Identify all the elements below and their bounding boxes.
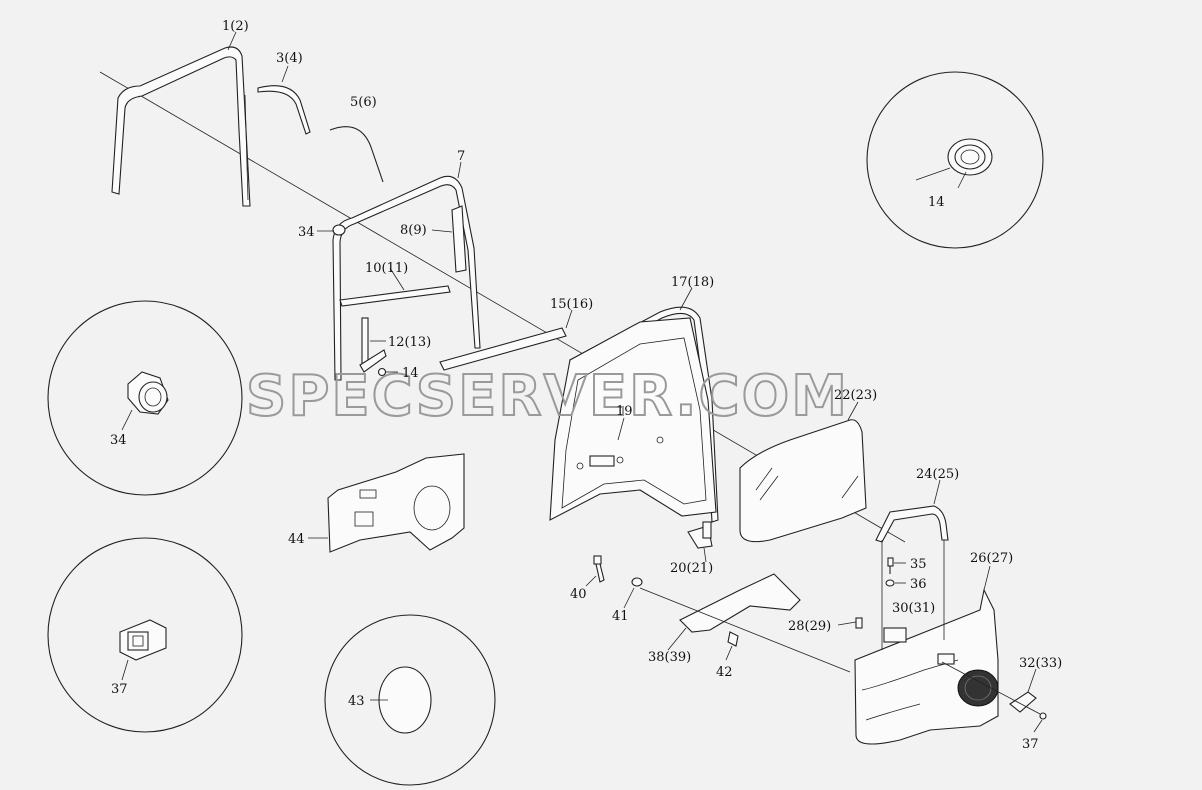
clip-37	[1039, 712, 1047, 720]
detail-circle-43	[324, 614, 496, 786]
label-14-door: 14	[402, 366, 419, 381]
label-36: 36	[910, 577, 927, 592]
washer-36	[885, 579, 895, 587]
glass-run-strip-3	[257, 85, 311, 135]
leader-lines	[121, 31, 1043, 733]
door-check-20	[687, 521, 713, 549]
label-32-33: 32(33)	[1019, 656, 1062, 671]
label-20-21: 20(21)	[670, 561, 713, 576]
label-42: 42	[716, 665, 733, 680]
label-8-9: 8(9)	[400, 223, 427, 238]
label-26-27: 26(27)	[970, 551, 1013, 566]
label-19: 19	[616, 404, 633, 419]
label-5-6: 5(6)	[350, 95, 377, 110]
label-41: 41	[612, 609, 629, 624]
bolt-40	[593, 555, 605, 583]
label-22-23: 22(23)	[834, 388, 877, 403]
watermark-text: SPECSERVER.COM	[246, 364, 849, 429]
rear-channel-8	[451, 205, 467, 273]
handle-bezel-32	[1009, 691, 1037, 713]
bumper-detail-34	[127, 371, 169, 415]
pull-handle-30	[883, 627, 907, 643]
door-trim-panel-26	[854, 588, 999, 745]
label-37-detail: 37	[111, 682, 128, 697]
label-43: 43	[348, 694, 365, 709]
label-44: 44	[288, 532, 305, 547]
detail-circle-37	[47, 537, 243, 733]
clip-detail-37	[119, 619, 167, 661]
label-24-25: 24(25)	[916, 467, 959, 482]
pin-42	[727, 631, 739, 647]
door-inner-panel-19	[549, 317, 717, 521]
clip-28	[855, 617, 863, 629]
armrest-bracket-38	[679, 573, 801, 633]
glass-run-strip-5	[329, 126, 384, 183]
label-3-4: 3(4)	[276, 51, 303, 66]
label-28-29: 28(29)	[788, 619, 831, 634]
belt-moulding-15	[439, 327, 567, 371]
door-seal-17	[568, 306, 719, 523]
grab-handle-24	[875, 505, 949, 543]
label-14-detail: 14	[928, 195, 945, 210]
label-30-31: 30(31)	[892, 601, 935, 616]
label-34-detail: 34	[110, 433, 127, 448]
door-frame-7	[332, 175, 481, 381]
label-35: 35	[910, 557, 927, 572]
trim-board-44	[327, 453, 465, 553]
washer-41	[631, 577, 643, 587]
bumper-34	[332, 224, 346, 236]
detail-circle-34	[47, 300, 243, 496]
weatherstrip-frame-1	[111, 46, 251, 207]
label-10-11: 10(11)	[365, 261, 408, 276]
label-1-2: 1(2)	[222, 19, 249, 34]
label-38-39: 38(39)	[648, 650, 691, 665]
screw-35	[887, 557, 894, 574]
regulator-bracket-12	[359, 317, 387, 373]
label-40: 40	[570, 587, 587, 602]
label-17-18: 17(18)	[671, 275, 714, 290]
door-glass-22	[739, 419, 867, 543]
label-15-16: 15(16)	[550, 297, 593, 312]
grommet-14	[377, 367, 387, 377]
label-7: 7	[457, 149, 465, 164]
detail-circle-14	[866, 71, 1044, 249]
label-12-13: 12(13)	[388, 335, 431, 350]
label-37-panel: 37	[1022, 737, 1039, 752]
grommet-detail-14	[947, 138, 993, 176]
label-34-door: 34	[298, 225, 315, 240]
